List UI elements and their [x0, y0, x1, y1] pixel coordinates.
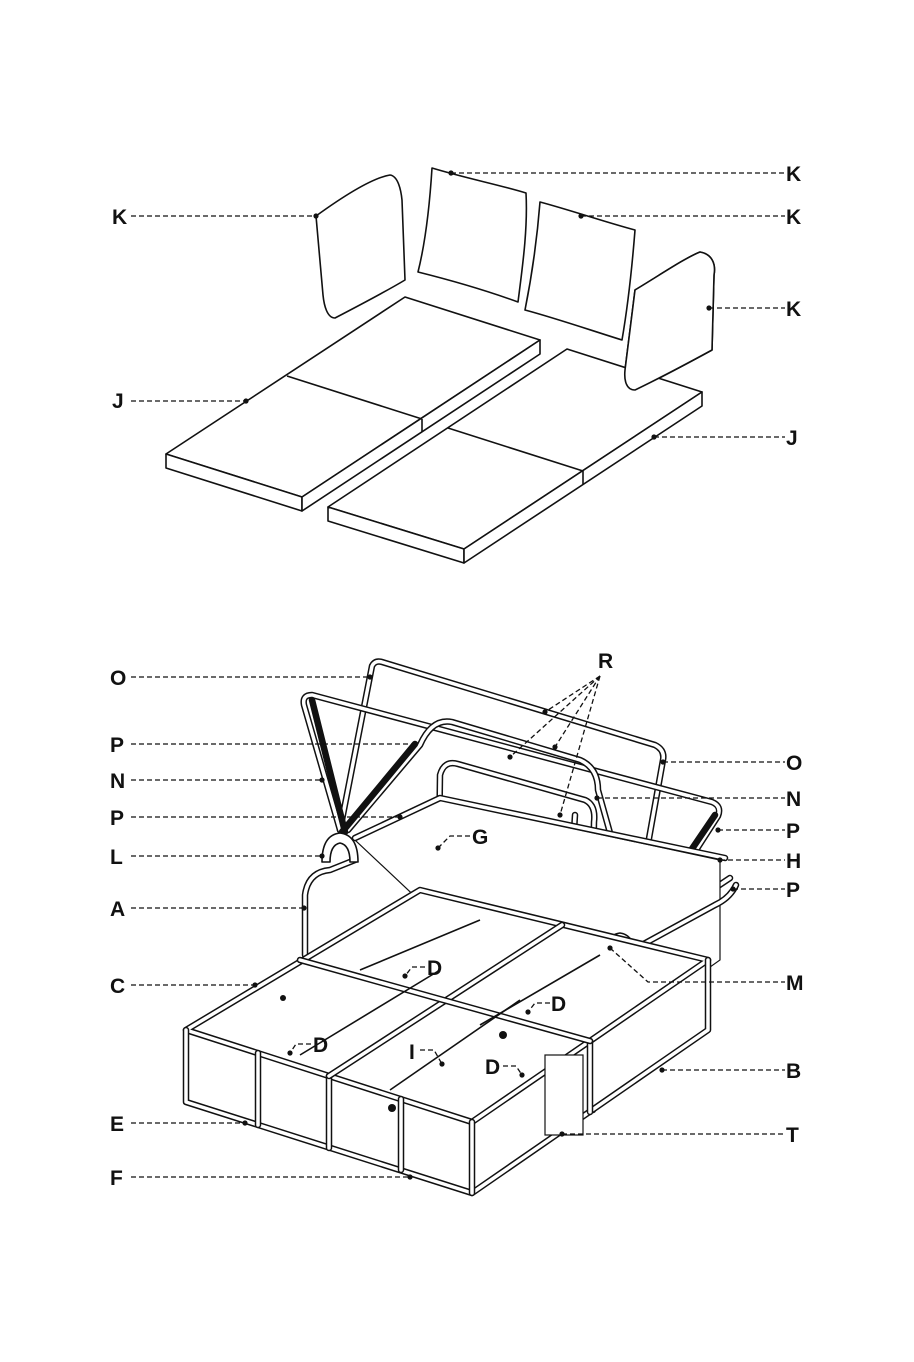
label-p-left-2: P	[110, 807, 124, 830]
label-g: G	[472, 826, 488, 849]
back-cushion-left	[316, 175, 405, 318]
label-h: H	[786, 850, 801, 873]
label-a: A	[110, 898, 125, 921]
label-e: E	[110, 1113, 124, 1136]
cushions-group	[166, 168, 714, 563]
label-r: R	[598, 650, 613, 673]
label-f: F	[110, 1167, 123, 1190]
label-n-left: N	[110, 770, 125, 793]
label-m: M	[786, 972, 804, 995]
label-j-right: J	[786, 427, 798, 450]
label-p-right-2: P	[786, 879, 800, 902]
label-p-left-1: P	[110, 734, 124, 757]
label-j-left: J	[112, 390, 124, 413]
frame-group	[186, 662, 736, 1194]
label-b: B	[786, 1060, 801, 1083]
label-d-3: D	[313, 1034, 328, 1057]
label-p-right-1: P	[786, 820, 800, 843]
label-k-top-1: K	[786, 163, 801, 186]
door-panel	[545, 1055, 583, 1135]
label-k-left: K	[112, 206, 127, 229]
label-n-right: N	[786, 788, 801, 811]
label-d-4: D	[485, 1056, 500, 1079]
label-o-left: O	[110, 667, 126, 690]
label-t: T	[786, 1124, 799, 1147]
label-k-top-3: K	[786, 298, 801, 321]
label-d-1: D	[427, 957, 442, 980]
back-cushion-center-left	[418, 168, 526, 302]
back-cushion-center-right	[525, 202, 635, 340]
label-o-right: O	[786, 752, 802, 775]
label-c: C	[110, 975, 125, 998]
label-i: I	[409, 1041, 415, 1064]
label-l: L	[110, 846, 123, 869]
label-d-2: D	[551, 993, 566, 1016]
label-k-top-2: K	[786, 206, 801, 229]
